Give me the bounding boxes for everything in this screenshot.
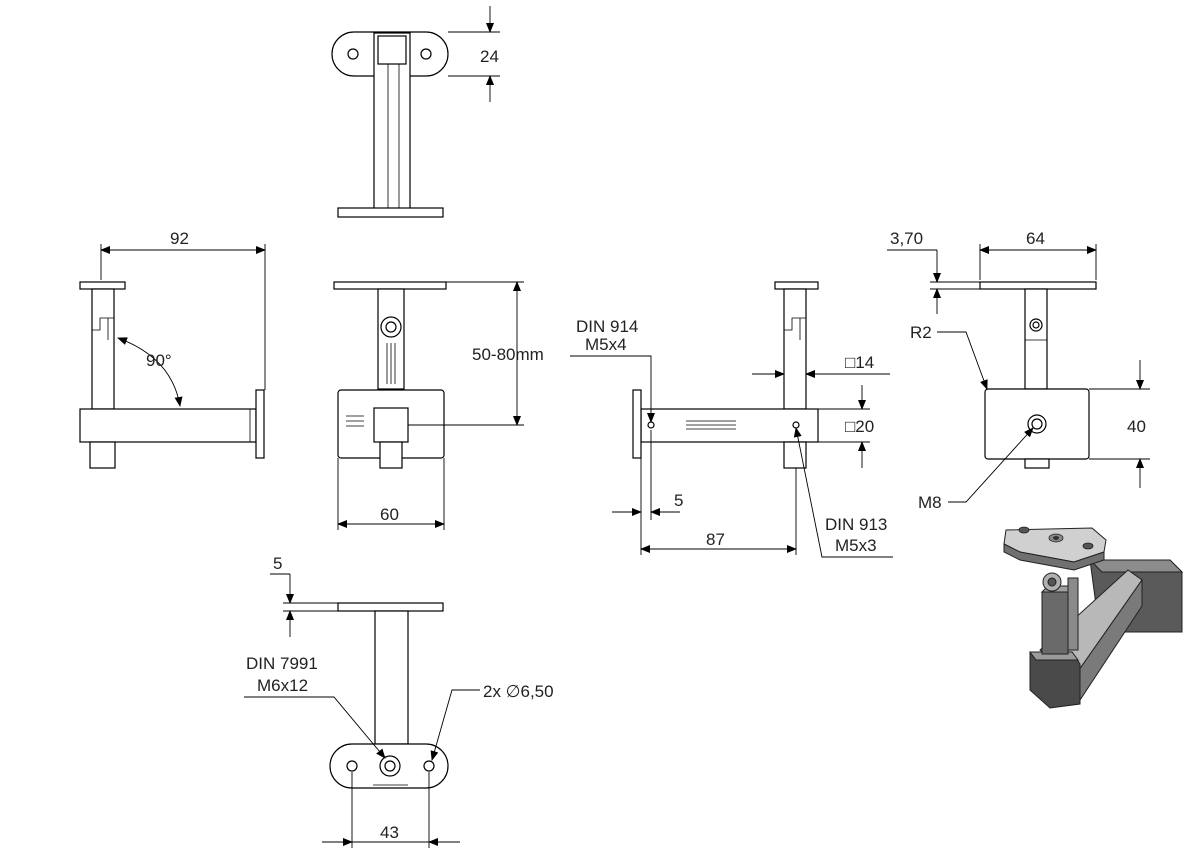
din913-line1: DIN 913 [825, 515, 887, 534]
angle-90: 90° [117, 337, 183, 407]
din7991-callout: DIN 7991 M6x12 [244, 654, 386, 759]
dim-40-label: 40 [1127, 417, 1146, 436]
dim-3-70-label: 3,70 [890, 229, 923, 248]
dimension-5-offset: 5 [612, 430, 683, 555]
holes-callout: 2x ∅6,50 [430, 682, 554, 761]
din914-line2: M5x4 [585, 335, 627, 354]
dim-43-label: 43 [380, 823, 399, 842]
dimension-87: 87 [640, 468, 797, 555]
din914-callout: DIN 914 M5x4 [570, 317, 655, 423]
dim-5-plate-label: 5 [273, 554, 282, 573]
din7991-line1: DIN 7991 [246, 654, 318, 673]
dimension-5-plate: 5 [270, 554, 338, 637]
dim-20-label: □20 [845, 417, 874, 436]
bottom-view [329, 602, 449, 789]
dimension-50-80mm: 50-80mm [408, 281, 544, 426]
dim-r2-label: R2 [910, 323, 932, 342]
side-view-right [632, 281, 819, 469]
top-view [331, 31, 449, 218]
din914-line1: DIN 914 [576, 317, 638, 336]
dimension-3-70: 3,70 [887, 229, 980, 314]
dimension-60: 60 [337, 458, 445, 530]
dim-87-label: 87 [706, 530, 725, 549]
holes-label: 2x ∅6,50 [483, 682, 554, 701]
dim-92-label: 92 [170, 229, 189, 248]
thread-m8: M8 [918, 427, 1034, 512]
din7991-line2: M6x12 [257, 676, 308, 695]
radius-r2: R2 [910, 323, 988, 390]
dim-14-label: □14 [845, 353, 874, 372]
dimension-92: 92 [100, 229, 266, 390]
dim-50-80-label: 50-80mm [472, 345, 544, 364]
front-view [333, 281, 447, 469]
isometric-view [1003, 526, 1184, 709]
dim-5-offset-label: 5 [674, 491, 683, 510]
dimension-64: 64 [979, 229, 1097, 280]
dimension-square-20: □20 [818, 385, 874, 468]
din913-line2: M5x3 [835, 536, 877, 555]
din913-callout: DIN 913 M5x3 [793, 427, 893, 558]
dimension-43: 43 [322, 772, 460, 848]
dimension-40: 40 [1089, 360, 1150, 488]
dim-60-label: 60 [380, 505, 399, 524]
dim-m8-label: M8 [918, 493, 942, 512]
angle-90-label: 90° [146, 351, 172, 370]
dim-24-label: 24 [480, 47, 499, 66]
dimension-24: 24 [448, 6, 500, 102]
side-view-left [79, 281, 265, 469]
side-view-far-right [979, 281, 1097, 469]
dim-64-label: 64 [1026, 229, 1045, 248]
dimension-square-14: □14 [752, 353, 890, 378]
